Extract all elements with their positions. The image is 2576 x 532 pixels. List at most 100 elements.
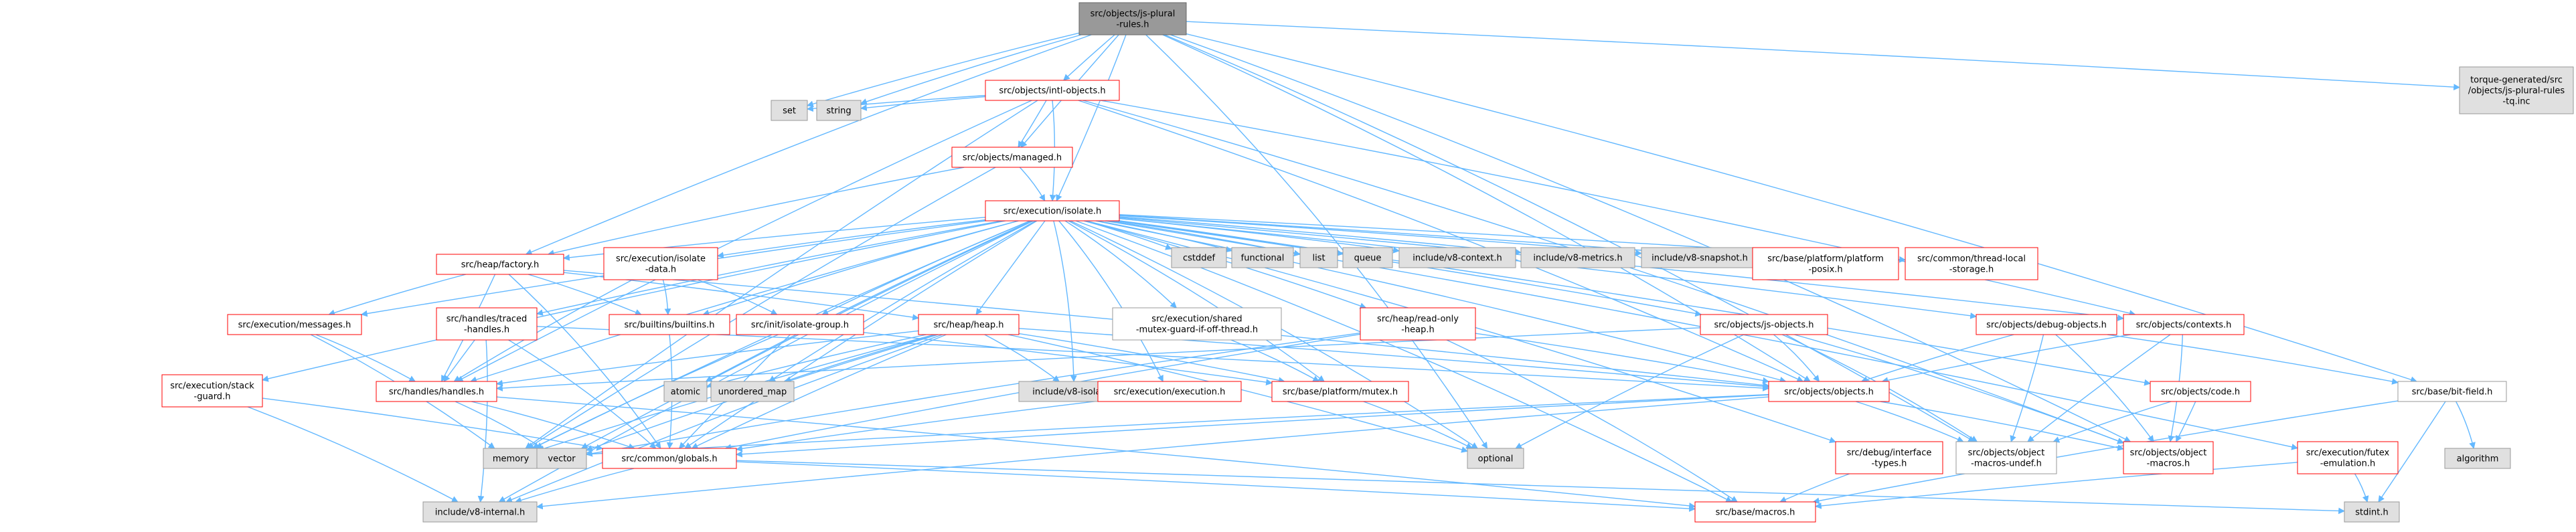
node-builtins[interactable]: src/builtins/builtins.h (609, 314, 730, 335)
edge-isolate-to-globals (684, 220, 1038, 449)
edge-isolate-to-handles (470, 220, 1019, 383)
node-jsobjects[interactable]: src/objects/js-objects.h (1700, 314, 1828, 335)
edge-objects-to-memory (538, 393, 1769, 460)
edge-execution-to-globals (736, 400, 1099, 452)
node-tracedhandles[interactable]: src/handles/traced-handles.h (436, 307, 538, 341)
node-contexts[interactable]: src/objects/contexts.h (2123, 314, 2245, 335)
edge-isolate-to-atomic (705, 220, 1032, 382)
node-box-vector (536, 448, 587, 469)
node-box-isolate (985, 200, 1120, 221)
node-box-v8context (1398, 247, 1516, 268)
edge-isolatedata-to-handles (453, 279, 633, 382)
edge-debuginterface-to-basemacros (1779, 473, 1850, 503)
node-label-threadlocal-0: src/common/thread-local (1917, 254, 2026, 264)
node-platformposix[interactable]: src/base/platform/platform-posix.h (1752, 247, 1899, 280)
edge-handles-to-globals (471, 401, 635, 450)
node-debugobjects[interactable]: src/objects/debug-objects.h (1976, 314, 2117, 335)
node-stackguard[interactable]: src/execution/stack-guard.h (161, 374, 263, 408)
edge-intl-to-string (860, 96, 986, 111)
node-label-cstddef-0: cstddef (1183, 254, 1216, 264)
node-basemacros[interactable]: src/base/macros.h (1694, 501, 1816, 523)
node-atomic: atomic (663, 381, 708, 402)
edge-readonlyheap-to-objects (1475, 333, 1769, 384)
edge-isolate-to-mutex (1068, 220, 1325, 382)
edge-root-to-torque (1186, 21, 2460, 90)
edge-objects-to-v8internal (536, 396, 1769, 510)
node-readonlyheap[interactable]: src/heap/read-only-heap.h (1360, 307, 1476, 341)
node-label-vector-0: vector (548, 454, 576, 464)
node-stdint: stdint.h (2344, 501, 2400, 523)
edge-code-to-macrosundef (2052, 401, 2172, 443)
node-label-basemacros-0: src/base/macros.h (1716, 508, 1795, 518)
edge-heap-to-mutex (1018, 333, 1285, 384)
node-box-futex (2297, 441, 2399, 474)
node-box-sharedmutex (1112, 307, 1282, 341)
edge-jsobjects-to-objects (1773, 334, 1820, 382)
node-label-bitfield-0: src/base/bit-field.h (2412, 387, 2493, 397)
node-sharedmutex[interactable]: src/execution/shared-mutex-guard-if-off-… (1112, 307, 1282, 341)
edge-managed-to-factory (547, 167, 965, 256)
node-box-root (1078, 2, 1187, 35)
edge-stackguard-to-globals (262, 397, 603, 451)
node-label-futex-0: src/execution/futex (2306, 448, 2390, 458)
node-heap[interactable]: src/heap/heap.h (918, 314, 1020, 335)
edge-root-to-string (860, 34, 1082, 105)
edge-jsobjects-to-handles (496, 327, 1701, 391)
edge-isolate-to-objects (1095, 220, 1787, 383)
node-threadlocal[interactable]: src/common/thread-local-storage.h (1905, 247, 2038, 280)
node-label-set-0: set (783, 106, 796, 116)
node-box-code (2150, 381, 2251, 402)
node-factory[interactable]: src/heap/factory.h (436, 254, 564, 275)
node-macrosundef[interactable]: src/objects/object-macros-undef.h (1955, 441, 2057, 474)
edge-heap-to-atomic (706, 334, 927, 388)
node-box-managed (951, 147, 1073, 168)
node-label-queue-0: queue (1354, 254, 1382, 264)
node-debuginterface[interactable]: src/debug/interface-types.h (1835, 441, 1943, 474)
edge-objects-to-objmacros (1880, 401, 2124, 451)
node-isolategroup[interactable]: src/init/isolate-group.h (736, 314, 864, 335)
edge-root-to-set (807, 32, 1080, 108)
node-box-functional (1231, 247, 1294, 268)
node-label-v8metrics-0: include/v8-metrics.h (1533, 254, 1622, 264)
node-objects[interactable]: src/objects/objects.h (1768, 381, 1890, 402)
edge-heap-to-v8isolate (984, 334, 1060, 382)
edge-code-to-objmacros (2176, 401, 2196, 442)
node-isolatedata[interactable]: src/execution/isolate-data.h (603, 247, 718, 280)
edge-contexts-to-objects (1881, 334, 2131, 384)
node-execution[interactable]: src/execution/execution.h (1097, 381, 1242, 402)
node-root[interactable]: src/objects/js-plural-rules.h (1078, 2, 1187, 35)
edge-heap-to-globals (691, 334, 947, 449)
edge-contexts-to-macrosundef (2027, 334, 2171, 442)
node-bitfield[interactable]: src/base/bit-field.h (2397, 381, 2507, 402)
edge-objects-to-macrosundef (1855, 401, 1964, 442)
edge-isolate-to-v8metrics (1119, 216, 1522, 256)
node-label-readonlyheap-0: src/heap/read-only (1377, 315, 1459, 325)
node-globals[interactable]: src/common/globals.h (602, 448, 737, 469)
edge-isolategroup-to-memory (532, 334, 779, 449)
node-box-atomic (663, 381, 708, 402)
node-messages[interactable]: src/execution/messages.h (227, 314, 362, 335)
node-box-mutex (1271, 381, 1409, 402)
node-mutex[interactable]: src/base/platform/mutex.h (1271, 381, 1409, 402)
node-managed[interactable]: src/objects/managed.h (951, 147, 1073, 168)
node-unorderedmap: unordered_map (710, 381, 795, 402)
edge-intl-to-managed (1018, 100, 1047, 148)
node-label-torque-0: torque-generated/src (2470, 76, 2563, 86)
node-label-objmacros-0: src/objects/object (2130, 448, 2207, 458)
node-box-v8snapshot (1641, 247, 1759, 268)
file-nodes: src/objects/js-plural-rules.h src/objects… (161, 2, 2574, 523)
node-label-objects-0: src/objects/objects.h (1784, 387, 1874, 397)
node-handles[interactable]: src/handles/handles.h (376, 381, 497, 402)
node-v8context: include/v8-context.h (1398, 247, 1516, 268)
node-label-sharedmutex-1: -mutex-guard-if-off-thread.h (1136, 325, 1258, 335)
node-box-heap (918, 314, 1020, 335)
node-futex[interactable]: src/execution/futex-emulation.h (2297, 441, 2399, 474)
node-label-macrosundef-1: -macros-undef.h (1971, 459, 2042, 469)
node-objmacros[interactable]: src/objects/object-macros.h (2123, 441, 2214, 474)
node-isolate[interactable]: src/execution/isolate.h (985, 200, 1120, 221)
edge-isolate-to-heap (975, 220, 1046, 315)
node-code[interactable]: src/objects/code.h (2150, 381, 2251, 402)
node-intl[interactable]: src/objects/intl-objects.h (985, 80, 1120, 101)
node-label-list-0: list (1312, 254, 1325, 264)
